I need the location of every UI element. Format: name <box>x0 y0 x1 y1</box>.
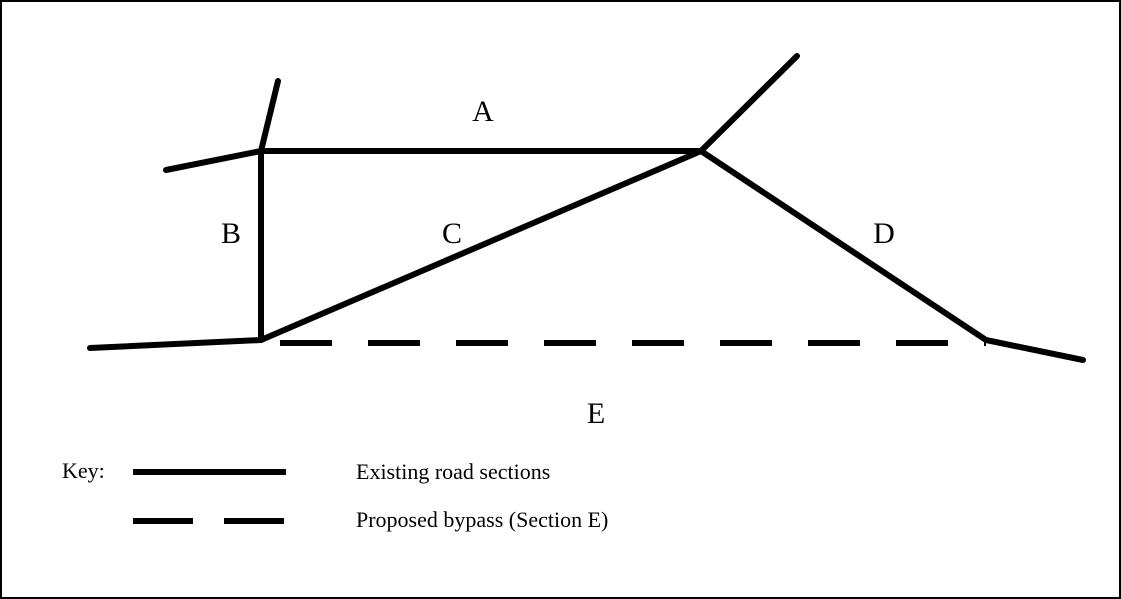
road-section-c <box>258 148 704 343</box>
label-d: D <box>873 217 895 250</box>
legend-title: Key: <box>62 458 105 483</box>
road-network <box>87 53 1086 363</box>
legend: Key: Existing road sections Proposed byp… <box>62 458 608 532</box>
legend-existing-label: Existing road sections <box>356 459 550 484</box>
road-stub-west-upper <box>163 148 264 173</box>
label-b: B <box>221 217 241 250</box>
road-stub-west-lower <box>87 337 264 351</box>
road-stub-north <box>258 78 281 154</box>
legend-proposed-label: Proposed bypass (Section E) <box>356 507 608 532</box>
label-c: C <box>442 217 462 250</box>
label-e: E <box>587 397 605 430</box>
label-a: A <box>472 95 494 128</box>
road-stub-east <box>983 337 1086 363</box>
road-section-d <box>698 148 989 343</box>
road-stub-northeast <box>698 53 800 154</box>
